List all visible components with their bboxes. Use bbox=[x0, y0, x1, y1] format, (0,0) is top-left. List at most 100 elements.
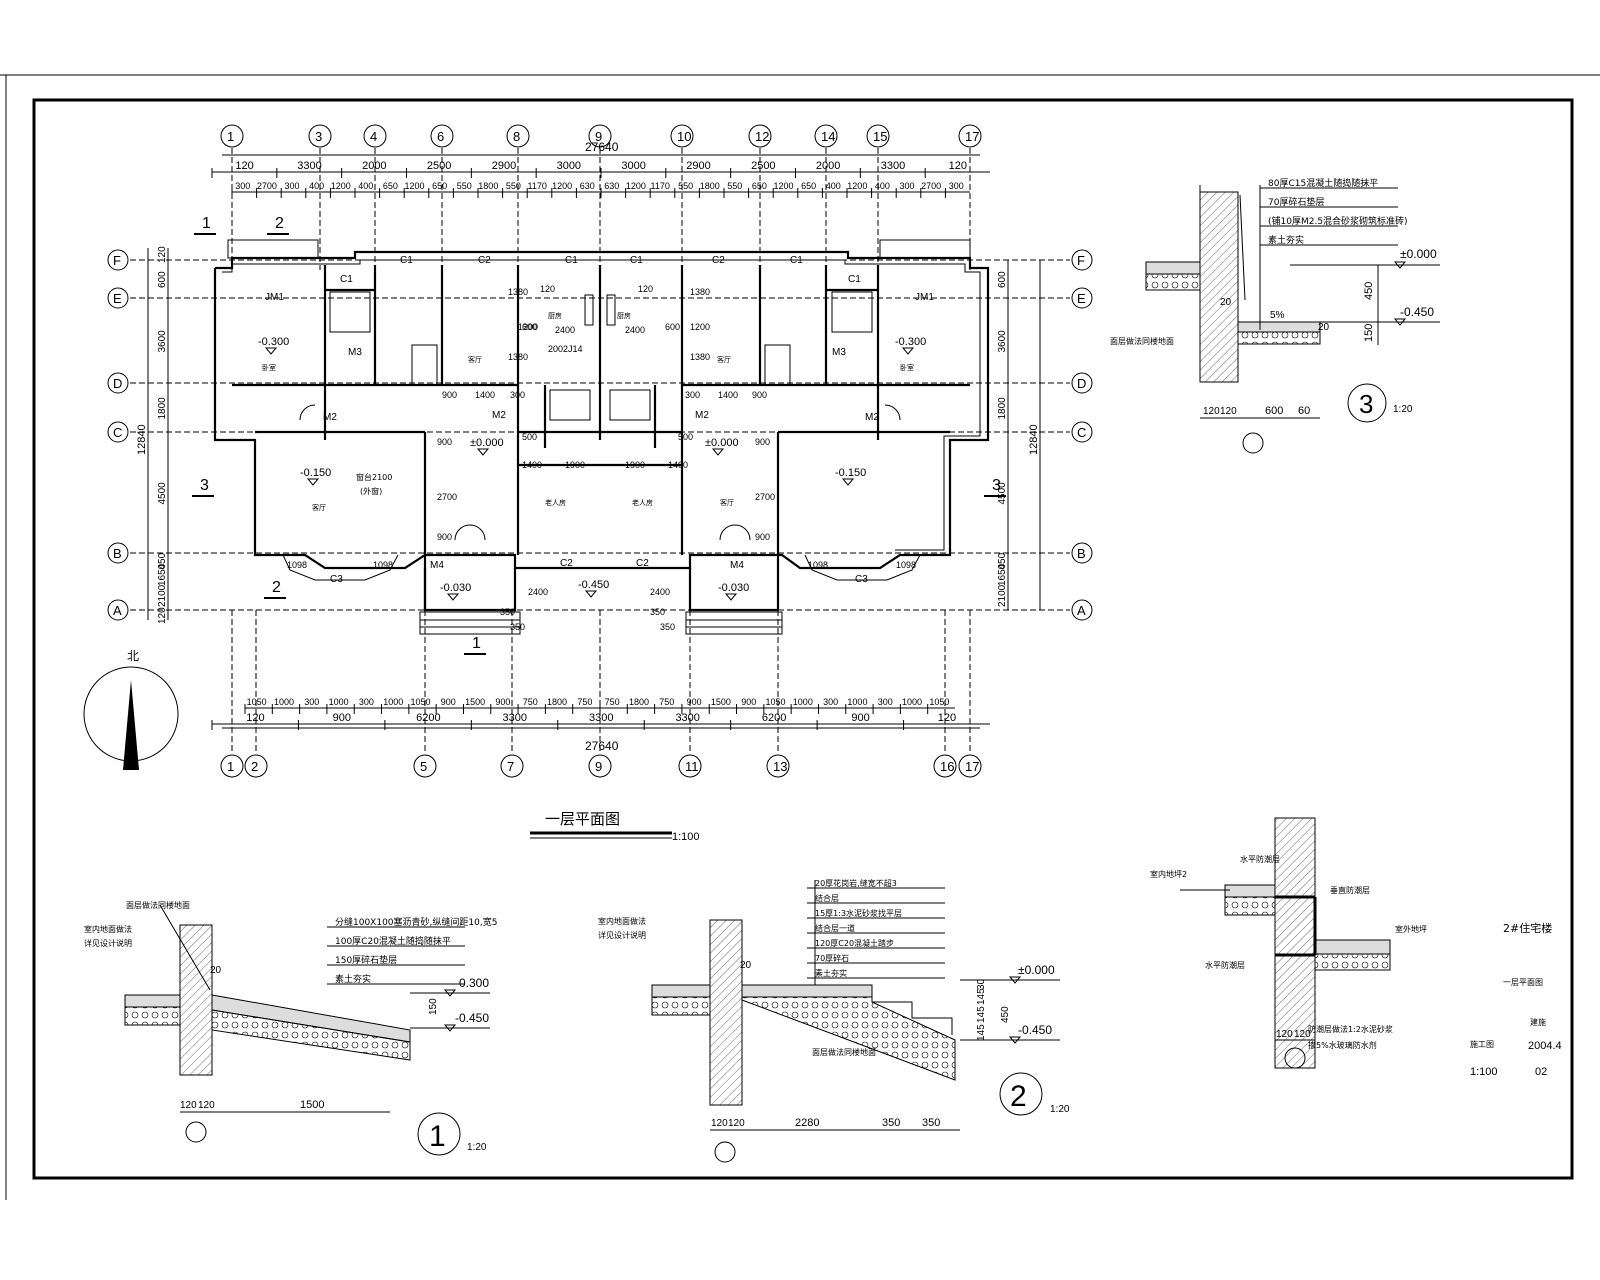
window-label: C1 bbox=[790, 255, 803, 266]
detail2-layer: 15厚1:3水泥砂浆找平层 bbox=[815, 908, 902, 918]
dim-left: 3600 bbox=[157, 330, 168, 353]
level-mark bbox=[841, 478, 855, 486]
dim-top-row1: 3000 bbox=[621, 160, 645, 172]
porch-left bbox=[423, 568, 517, 612]
axis-bubble-right bbox=[1071, 287, 1093, 309]
window-label: C1 bbox=[400, 255, 413, 266]
detail2-level-1: -0.450 bbox=[1018, 1023, 1052, 1037]
dim-bottom-row1: 1000 bbox=[847, 697, 867, 707]
room-name: 卧室 bbox=[900, 363, 914, 372]
detail2-dim-145a: 145 bbox=[976, 988, 987, 1005]
level-mark bbox=[711, 448, 725, 456]
room-level: -0.030 bbox=[718, 582, 749, 594]
dim-top-row2: 1200 bbox=[552, 181, 572, 191]
dim-top-row1: 2900 bbox=[492, 160, 516, 172]
door-label: M3 bbox=[348, 347, 362, 358]
title-block: 2#住宅楼 一层平面图 建施 施工图 2004.4 1:100 02 bbox=[1470, 921, 1562, 1078]
detail2-dim-20: 20 bbox=[740, 960, 752, 971]
axis-label-bottom: 9 bbox=[595, 759, 602, 774]
dim-top-row2: 300 bbox=[949, 181, 964, 191]
detail3-dim-450: 450 bbox=[1363, 282, 1375, 300]
detail1-dim-120b: 120 bbox=[198, 1100, 215, 1111]
section-mark-label: 1 bbox=[472, 635, 481, 652]
door-swing bbox=[469, 524, 486, 541]
inner-dim: 350 bbox=[650, 607, 665, 617]
room-level: ±0.000 bbox=[470, 437, 504, 449]
axis-bubble-bottom bbox=[220, 754, 244, 778]
axis-label-top: 12 bbox=[755, 129, 769, 144]
dim-left: 2100 bbox=[157, 584, 168, 607]
inner-dim: 1380 bbox=[508, 352, 528, 362]
window-label: C1 bbox=[848, 274, 861, 285]
detail-4-damp-proof: 室内地坪2 水平防潮层 垂直防潮层 室外地坪 水平防潮层 防潮层做法1:2水泥砂… bbox=[1150, 817, 1427, 1069]
dim-top-row2: 1170 bbox=[651, 181, 670, 191]
axis-label-left: C bbox=[113, 425, 122, 440]
axis-bubble-right bbox=[1071, 249, 1093, 271]
rear-step-right bbox=[879, 239, 971, 259]
plan-dimension-lines bbox=[147, 154, 1041, 730]
door-label: M4 bbox=[730, 560, 744, 571]
detail3-layer: (铺10厚M2.5混合砂浆砌筑标准砖) bbox=[1268, 215, 1408, 227]
axis-label-bottom: 13 bbox=[773, 759, 787, 774]
dim-bottom-row2: 3300 bbox=[589, 712, 613, 724]
detail1-layer: 分缝100X100塞沥青砂,纵缝间距10,宽5 bbox=[335, 916, 497, 928]
axis-bubble-top bbox=[308, 124, 332, 148]
axis-bubble-right bbox=[1071, 542, 1093, 564]
window-label: C2 bbox=[636, 558, 649, 569]
axis-bubble-left bbox=[107, 249, 129, 271]
axis-label-bottom: 11 bbox=[685, 759, 699, 774]
room-name: 老人房 bbox=[545, 498, 566, 507]
inner-dim: 500 bbox=[522, 432, 537, 442]
step-right bbox=[685, 611, 783, 635]
inner-dim: 1098 bbox=[373, 560, 393, 570]
detail2-bottom-label: 面层做法同楼地面 bbox=[812, 1047, 876, 1057]
title-sheet-no: 02 bbox=[1535, 1066, 1547, 1078]
axis-label-bottom: 2 bbox=[251, 759, 258, 774]
detail2-left-label-0: 室内地面做法 bbox=[598, 916, 646, 926]
detail4-floor bbox=[1224, 884, 1276, 898]
dim-bottom-row2: 3300 bbox=[675, 712, 699, 724]
detail1-number-circle bbox=[417, 1112, 461, 1156]
detail3-number: 3 bbox=[1359, 389, 1373, 419]
note-sill: 窗台2100 bbox=[356, 472, 392, 482]
dim-left: 4500 bbox=[157, 482, 168, 505]
axis-bubble-bottom bbox=[244, 754, 268, 778]
level-mark bbox=[584, 590, 598, 598]
dim-top-row2: 300 bbox=[900, 181, 915, 191]
dim-bottom-row1: 1050 bbox=[929, 697, 949, 707]
detail4-outside-fill bbox=[1314, 953, 1391, 971]
door-label: M2 bbox=[492, 410, 506, 421]
dim-top-row2: 630 bbox=[604, 181, 619, 191]
inner-dim: 350 bbox=[500, 607, 515, 617]
drawing-frame bbox=[32, 98, 1574, 1180]
axis-label-bottom: 16 bbox=[940, 759, 954, 774]
bay-window-left bbox=[282, 554, 399, 581]
detail2-dim-120a: 120 bbox=[711, 1118, 728, 1129]
inner-dim: 300 bbox=[685, 390, 700, 400]
detail1-floor-fill bbox=[124, 1006, 181, 1026]
room-name: 客厅 bbox=[312, 503, 326, 512]
axis-label-left: B bbox=[113, 546, 122, 561]
dim-bottom-row1: 1000 bbox=[793, 697, 813, 707]
detail2-dim-2280: 2280 bbox=[795, 1117, 819, 1129]
inner-dim: 120 bbox=[638, 284, 653, 294]
room-level: ±0.000 bbox=[705, 437, 739, 449]
window-label: C3 bbox=[855, 574, 868, 585]
detail2-layer: 结合层一道 bbox=[815, 923, 855, 933]
toilet-fixture bbox=[329, 291, 371, 333]
stove-fixture bbox=[584, 294, 594, 326]
axis-bubble-left bbox=[107, 542, 129, 564]
detail2-layer: 70厚碎石 bbox=[815, 953, 849, 963]
plan-outer-wall bbox=[213, 250, 990, 570]
axis-label-left: A bbox=[113, 603, 122, 618]
dim-overall-left: 12840 bbox=[136, 424, 148, 455]
detail4-label-3: 室外地坪 bbox=[1395, 924, 1427, 934]
dim-top-row2: 1200 bbox=[405, 181, 425, 191]
detail1-dim-1500: 1500 bbox=[300, 1099, 324, 1111]
sink-fixture bbox=[609, 389, 651, 421]
detail4-label-0: 室内地坪2 bbox=[1150, 869, 1187, 879]
dim-bottom-row1: 750 bbox=[659, 697, 674, 707]
dim-right: 450 bbox=[997, 552, 1008, 569]
plan-outer-wall-inner-face bbox=[222, 259, 981, 551]
plan-title-block: 一层平面图 1:100 bbox=[530, 810, 700, 843]
